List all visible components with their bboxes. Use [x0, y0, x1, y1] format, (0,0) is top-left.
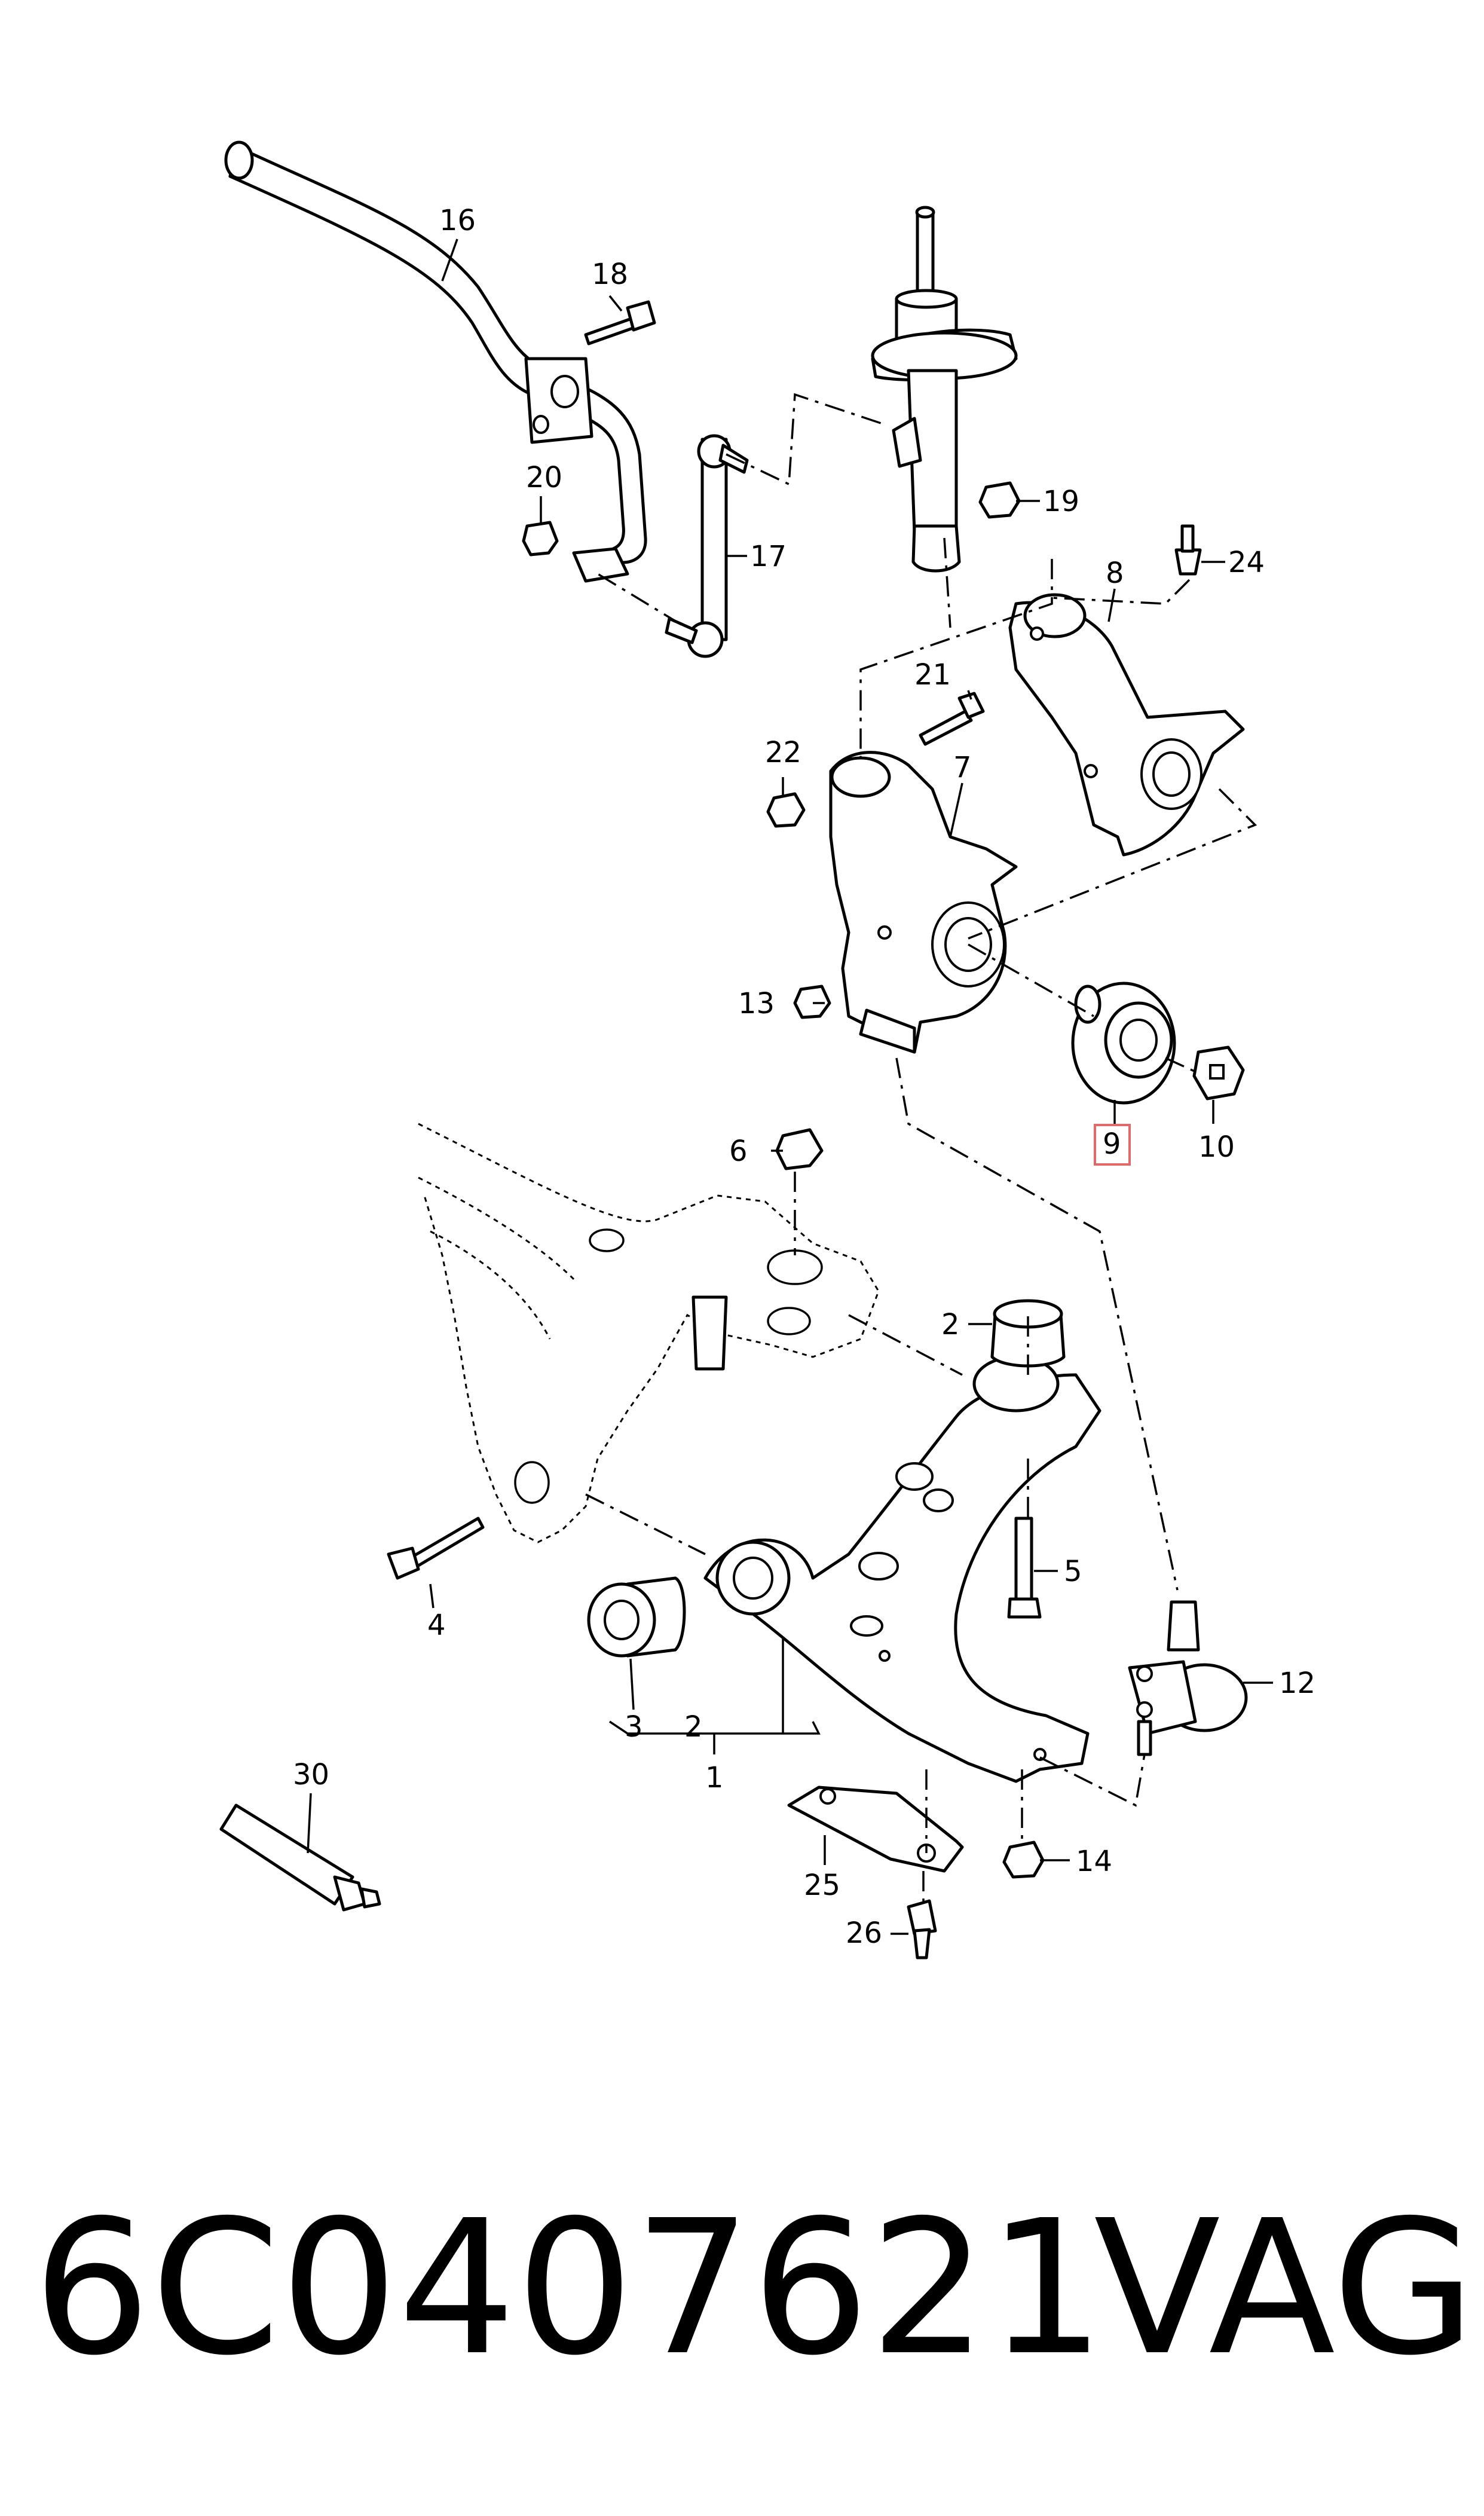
callout-10: 10: [1198, 1130, 1235, 1164]
bush-3: [587, 1576, 686, 1658]
callout-3: 3: [625, 1710, 643, 1744]
callout-17: 17: [750, 540, 787, 573]
callout-8: 8: [1106, 557, 1124, 590]
wheel-hub-9: [1071, 982, 1176, 1105]
callout-9: 9: [1103, 1127, 1121, 1161]
callout-19: 19: [1043, 485, 1079, 518]
callout-4: 4: [427, 1609, 446, 1642]
coupling-rod-17: [665, 434, 749, 658]
callout-30: 30: [293, 1758, 329, 1792]
callout-26: 26: [846, 1916, 882, 1950]
callout-22: 22: [765, 736, 801, 769]
nut-22: [766, 792, 806, 828]
bolt-21: [919, 692, 985, 746]
bolt-5: [1007, 1517, 1042, 1619]
bolt-4: [387, 1517, 485, 1580]
underbody-cover-25: [787, 1786, 964, 1873]
wheel-bearing-housing-7: [829, 751, 1018, 1054]
grease-tube-30: [219, 1803, 381, 1912]
callout-5: 5: [1064, 1555, 1082, 1588]
assembly-lines: [585, 393, 1257, 1904]
subframe: [418, 1123, 880, 1543]
callout-13: 13: [738, 987, 775, 1020]
callout-6: 6: [729, 1135, 748, 1168]
bracket-24: [1174, 524, 1202, 576]
callout-7: 7: [953, 751, 972, 784]
callout-labels: 16 18 20 17 19 24 8 21 22 7 13 9 10 6 2 …: [293, 204, 1315, 1950]
callout-1: 1: [705, 1761, 724, 1794]
callout-2-lower: 2: [684, 1710, 703, 1744]
callout-24: 24: [1228, 546, 1265, 579]
bush-2-upper: [990, 1299, 1066, 1368]
hub-nut-10: [1192, 1045, 1245, 1100]
brand-name: VAG: [1094, 2181, 1476, 2396]
stabilizer-clamp: [524, 357, 593, 444]
callout-25: 25: [804, 1869, 840, 1902]
callout-18: 18: [592, 258, 628, 291]
control-arm-1: [703, 1355, 1101, 1783]
callout-16: 16: [439, 204, 476, 237]
part-number: 6C0407621: [33, 2181, 1105, 2396]
nut-14: [1002, 1841, 1045, 1879]
leader-lines: [307, 239, 1273, 1935]
callout-2-upper: 2: [941, 1308, 960, 1341]
callout-21: 21: [914, 658, 951, 692]
nut-19: [978, 481, 1021, 519]
callout-12: 12: [1279, 1667, 1315, 1700]
bolt-18: [584, 300, 656, 346]
nut-20: [522, 521, 559, 557]
nut-6: [775, 1128, 824, 1170]
nut-13: [793, 985, 831, 1019]
clip-26: [907, 1899, 937, 1959]
callout-14: 14: [1076, 1845, 1112, 1878]
stabilizer-bar: [224, 140, 647, 564]
callout-20: 20: [526, 461, 562, 494]
callout-9-highlight-box: [1094, 1124, 1131, 1166]
stabilizer-lower-bracket: [572, 547, 629, 583]
strut-shock-absorber: [871, 206, 1018, 573]
wheel-bearing-housing-8: [1008, 593, 1245, 857]
ball-joint-12: [1128, 1600, 1248, 1756]
